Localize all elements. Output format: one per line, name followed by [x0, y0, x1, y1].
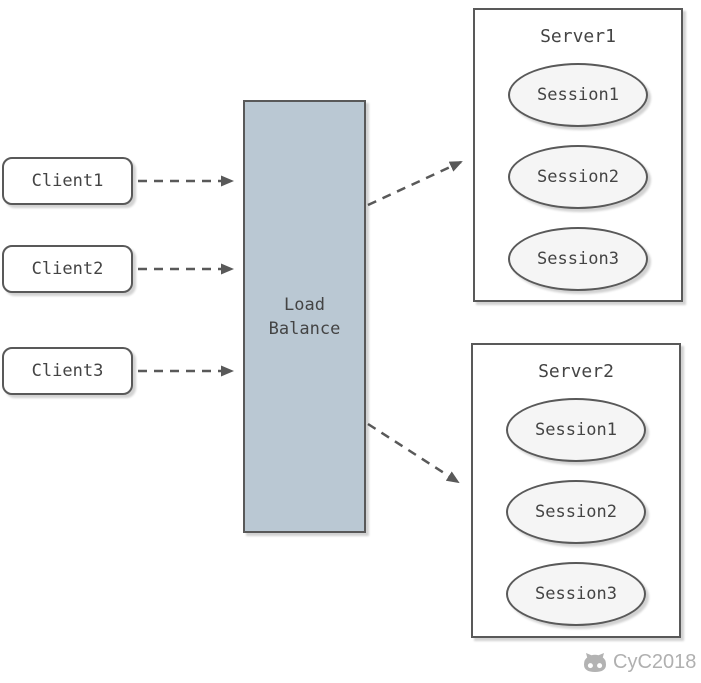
client1-label: Client1: [31, 171, 104, 191]
arrow-load-balance-to-server1: [367, 160, 463, 207]
client2-node: Client2: [2, 245, 133, 293]
server2-label: Server2: [538, 361, 614, 382]
server1-session1-label: Session1: [537, 85, 619, 105]
server1-label: Server1: [540, 26, 616, 47]
load-balance-node: Load Balance: [243, 100, 366, 533]
server2-session1-ellipse: Session1: [506, 398, 646, 462]
server1-session3-label: Session3: [537, 249, 619, 269]
server1-node: Server1 Session1 Session2 Session3: [473, 8, 683, 302]
client3-node: Client3: [2, 347, 133, 395]
server1-session2-ellipse: Session2: [508, 145, 648, 209]
watermark-label: CyC2018: [613, 651, 697, 673]
server1-session2-label: Session2: [537, 167, 619, 187]
server2-session2-ellipse: Session2: [506, 480, 646, 544]
server2-session1-label: Session1: [535, 420, 617, 440]
client2-label: Client2: [31, 259, 104, 279]
server1-session3-ellipse: Session3: [508, 227, 648, 291]
watermark: CyC2018: [582, 651, 696, 674]
server1-session1-ellipse: Session1: [508, 63, 648, 127]
load-balance-label: Load Balance: [268, 294, 341, 339]
client3-label: Client3: [31, 361, 104, 381]
server2-session2-label: Session2: [535, 502, 617, 522]
server2-node: Server2 Session1 Session2 Session3: [471, 343, 681, 638]
server2-session3-label: Session3: [535, 584, 617, 604]
arrow-load-balance-to-server2: [367, 422, 460, 484]
github-cat-icon: [584, 652, 606, 672]
server2-session3-ellipse: Session3: [506, 562, 646, 626]
client1-node: Client1: [2, 157, 133, 205]
